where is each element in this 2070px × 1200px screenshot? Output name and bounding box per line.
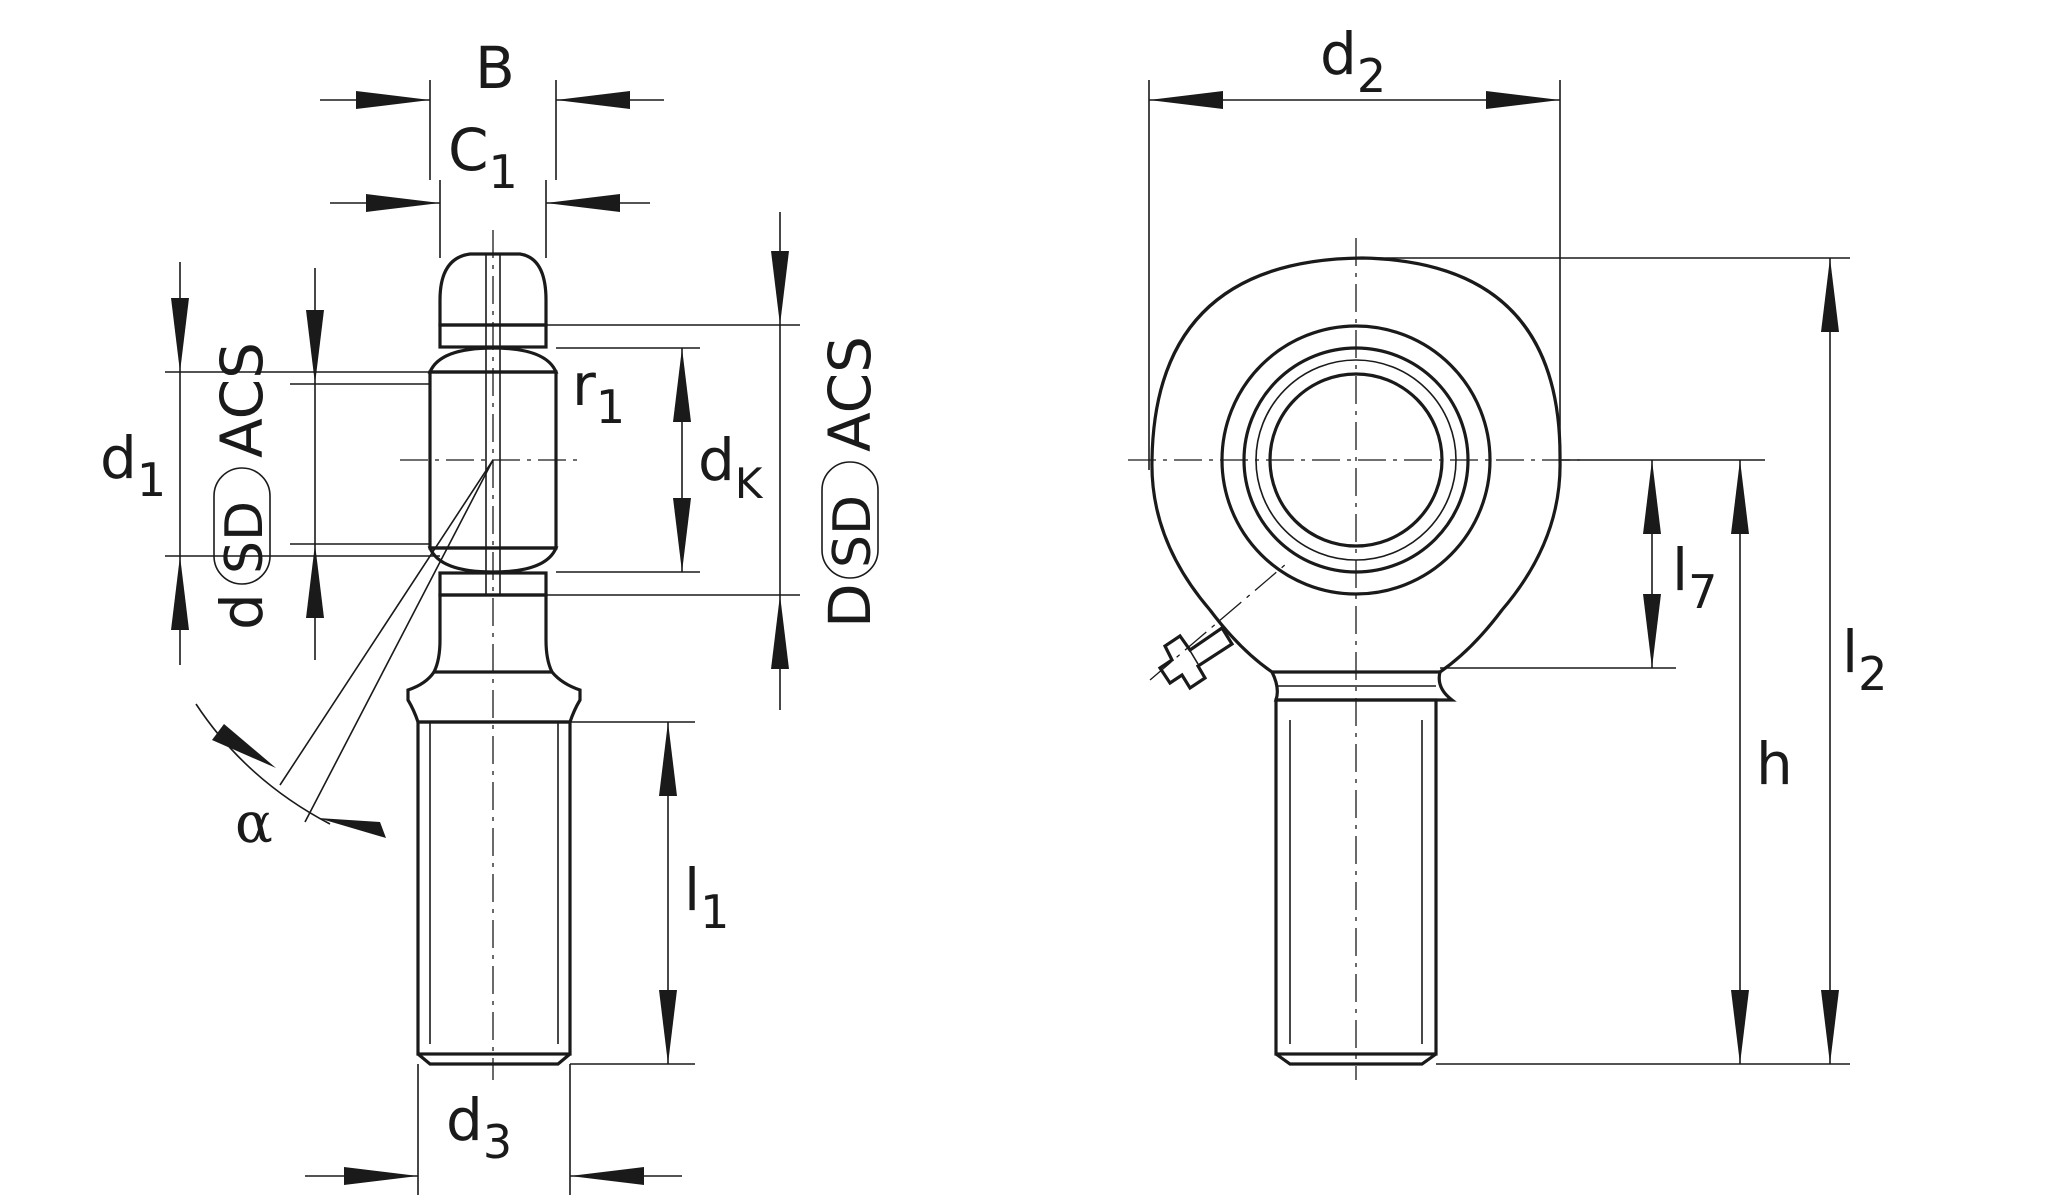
label-d1: d1 (100, 424, 166, 507)
housing-top-section (438, 252, 548, 327)
threaded-shank (416, 720, 572, 1056)
label-l2: l2 (1842, 618, 1887, 701)
svg-text:ACS: ACS (816, 336, 884, 452)
label-alpha: α (235, 791, 273, 856)
label-C1: C1 (448, 116, 518, 199)
front-view (1128, 238, 1580, 1080)
label-d3: d3 (446, 1086, 512, 1169)
label-d-sd-acs: d SD ACS (208, 342, 276, 630)
svg-text:ACS: ACS (208, 342, 276, 458)
label-B: B (475, 34, 515, 102)
svg-text:D: D (816, 583, 884, 628)
grease-nipple (1157, 625, 1235, 691)
svg-text:SD: SD (823, 495, 883, 568)
label-h: h (1756, 730, 1793, 798)
label-dK: dK (698, 426, 764, 508)
label-l1: l1 (684, 856, 729, 939)
side-section-view (400, 230, 582, 1080)
label-D-sd-acs: D SD ACS (816, 336, 884, 628)
svg-text:d: d (208, 593, 276, 630)
dimensions-left: B C1 d1 d SD ACS r1 (100, 34, 884, 1195)
dimensions-right: d2 l2 h l7 (1148, 20, 1887, 1065)
label-d2: d2 (1320, 20, 1386, 103)
label-l7: l7 (1672, 536, 1717, 619)
label-r1: r1 (572, 351, 625, 434)
housing-head (1150, 256, 1562, 674)
svg-text:SD: SD (215, 501, 275, 574)
neck (406, 670, 582, 724)
